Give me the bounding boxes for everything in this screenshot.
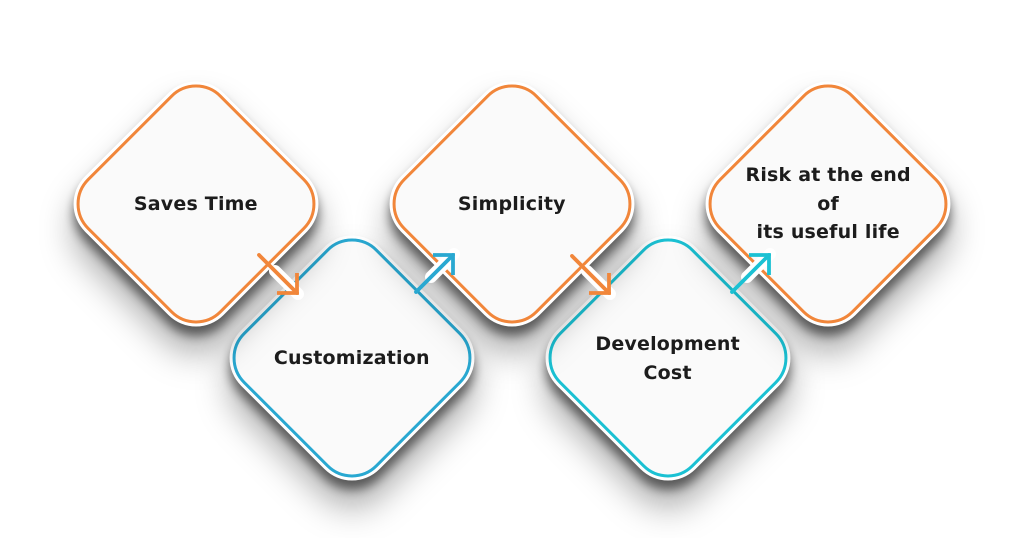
diamond-saves-time-label: Saves Time: [134, 192, 258, 215]
diamond-risk-end-of-life: Risk at the end of its useful life: [693, 69, 963, 339]
diamond-customization-label: Customization: [274, 346, 430, 369]
diamond-simplicity: Simplicity: [377, 69, 647, 339]
diamond-risk-end-of-life-label: Risk at the end of its useful life: [745, 164, 911, 244]
diamond-risk-end-of-life-shape: Risk at the end of its useful life: [693, 69, 963, 339]
diamond-development-cost-label: Development Cost: [595, 332, 741, 384]
diamond-simplicity-label: Simplicity: [458, 192, 566, 215]
diamond-simplicity-shape: Simplicity: [377, 69, 647, 339]
diamond-saves-time-shape: Saves Time: [61, 69, 331, 339]
diamond-saves-time: Saves Time: [61, 69, 331, 339]
